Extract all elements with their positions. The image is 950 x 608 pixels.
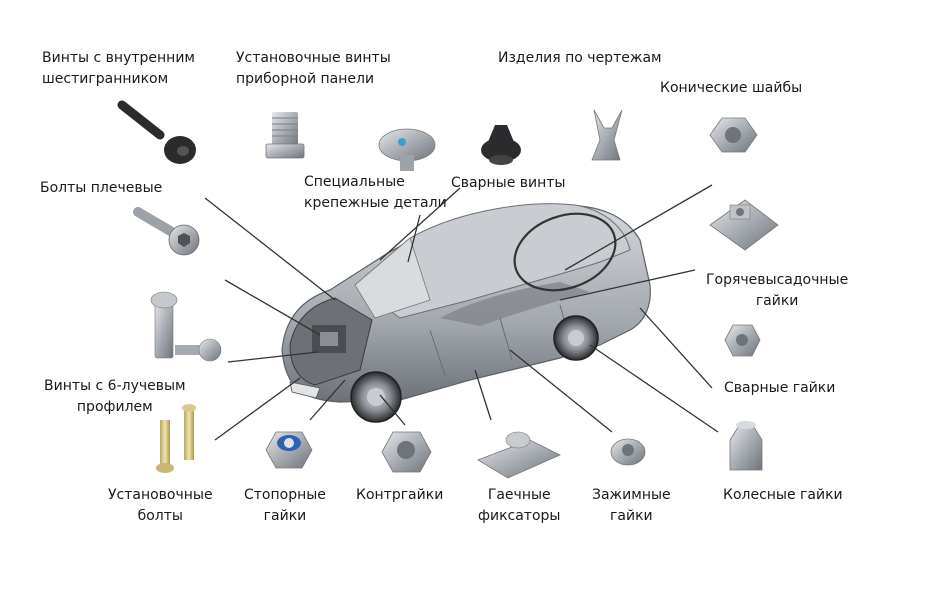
label-counter-nuts: Контргайки [356, 487, 444, 503]
car-windshield [354, 237, 431, 319]
hexalobular-screw-icon [150, 291, 222, 362]
label-line: Винты с внутренним [42, 50, 195, 66]
label-set-bolts: Установочные болты [108, 485, 213, 527]
custom-part-icon [591, 109, 623, 161]
label-line: Зажимные [592, 487, 671, 503]
label-line: крепежные детали [304, 195, 447, 211]
label-line: фиксаторы [478, 508, 561, 524]
set-bolt-icon [156, 404, 196, 473]
weld-screw-icon [481, 125, 521, 165]
label-line: болты [137, 508, 183, 524]
label-shoulder-bolts: Болты плечевые [40, 180, 163, 196]
label-line: гайки [755, 293, 799, 309]
shoulder-bolt-icon [133, 207, 200, 256]
hot-forged-nut-icon [724, 324, 761, 357]
label-line: Винты с 6-лучевым [44, 378, 186, 394]
dashboard-set-screw-icon [265, 112, 305, 159]
label-conical-washers: Конические шайбы [660, 80, 803, 96]
label-weld-screws: Сварные винты [451, 175, 566, 191]
label-line: приборной панели [236, 71, 375, 87]
label-custom-parts: Изделия по чертежам [498, 50, 662, 66]
label-line: Гаечные [487, 487, 551, 503]
label-clamp-nuts: Зажимные гайки [592, 485, 671, 527]
label-line: Специальные [304, 174, 405, 190]
label-line: Стопорные [244, 487, 326, 503]
leader-lines [204, 184, 719, 441]
label-hot-forged-nuts: Горячевысадочные гайки [706, 270, 848, 312]
car-illustration [281, 203, 651, 423]
label-line: шестигранником [42, 71, 169, 87]
label-weld-nuts: Сварные гайки [724, 380, 836, 396]
wheel-nut-icon [729, 421, 763, 471]
weld-screw-callout-ring [513, 212, 617, 292]
car-side-window [440, 282, 590, 326]
label-line: Горячевысадочные [706, 272, 849, 288]
label-special-fasteners: Специальные крепежные детали [304, 172, 447, 214]
special-fastener-icon [378, 128, 436, 171]
lock-nut-icon [265, 431, 313, 469]
label-line: Установочные [108, 487, 213, 503]
label-nut-retainers: Гаечные фиксаторы [478, 485, 560, 527]
nut-retainer-icon [477, 431, 561, 479]
label-line: гайки [263, 508, 307, 524]
label-lock-nuts: Стопорные гайки [244, 485, 326, 527]
label-hexalobular-screws: Винты с 6-лучевым профилем [44, 376, 186, 418]
label-line: Установочные винты [236, 50, 391, 66]
counter-nut-icon [381, 431, 432, 473]
clamp-nut-icon [610, 438, 646, 466]
label-wheel-nuts: Колесные гайки [723, 487, 843, 503]
label-line: профилем [76, 399, 153, 415]
label-hex-socket-screws: Винты с внутренним шестигранником [42, 48, 195, 90]
label-dashboard-screws: Установочные винты приборной панели [236, 48, 391, 90]
label-line: гайки [610, 508, 653, 524]
hex-socket-screw-icon [117, 100, 196, 164]
square-weld-nut-icon [709, 199, 779, 251]
conical-washer-icon [709, 117, 758, 153]
